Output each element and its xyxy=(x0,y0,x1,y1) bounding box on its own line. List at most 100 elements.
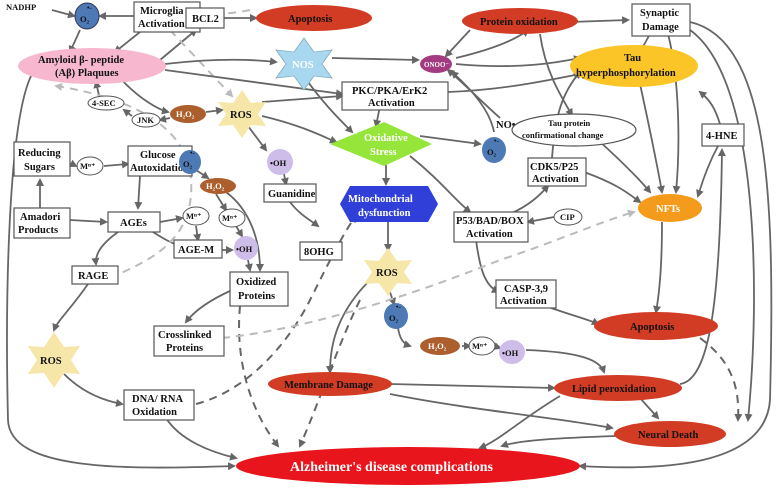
edge-p53-casp xyxy=(475,239,500,293)
sec4-ellipse xyxy=(87,95,125,111)
lipid-label: Lipid peroxidation xyxy=(572,384,656,395)
edge-hne-tauhyper xyxy=(698,90,721,125)
mitochondrial-dysfunction: Mitochondrial dysfunction xyxy=(340,186,438,222)
ages-node: AGEs xyxy=(107,211,161,233)
age-m-label: AGE-M xyxy=(178,245,214,256)
edge-amadori-ages xyxy=(69,217,108,226)
casp-line1: CASP-3,9 xyxy=(504,284,548,295)
h2o2-mid-label: H₂O₂ xyxy=(206,181,225,191)
bcl2-label: BCL2 xyxy=(192,14,219,25)
onoo-label: ONOO⁻ xyxy=(424,61,449,69)
superoxide-mid-label: O₂ xyxy=(183,159,193,169)
cdk5-activation: CDK5/P25 Activation xyxy=(527,157,587,187)
oxidized-box xyxy=(229,271,289,307)
ages-label: AGEs xyxy=(120,218,147,229)
glucose-line2: Autoxidation xyxy=(130,163,189,174)
hydroxyl-bottom-label: •OH xyxy=(502,348,519,358)
cip-node: CIP xyxy=(553,208,583,226)
p53-line1: P53/BAD/BOX xyxy=(456,216,524,227)
cdk5-line1: CDK5/P25 xyxy=(530,162,578,173)
tau-hyper-line2: hyperphosphorylation xyxy=(576,68,676,79)
age-m-box xyxy=(173,239,223,259)
protein-oxidation-label: Protein oxidation xyxy=(480,17,558,28)
edge-apoptosis-neural xyxy=(699,337,743,422)
casp-activation: CASP-3,9 Activation xyxy=(495,279,557,309)
metal-ion-3-ellipse xyxy=(218,208,246,228)
edge-ros2-dna xyxy=(63,373,124,407)
edge-cip-p53 xyxy=(526,216,555,225)
edge-superoxide-amyloid xyxy=(68,29,81,54)
pkc-box xyxy=(341,81,449,111)
superoxide-top-sup: •- xyxy=(87,4,92,12)
metal-ion-2: Mⁿ⁺ xyxy=(182,206,210,226)
superoxide-top-label: O₂ xyxy=(80,14,90,24)
metal-ion-1-label: Mⁿ⁺ xyxy=(80,161,95,171)
metal-ion-1: Mⁿ⁺ xyxy=(76,156,104,176)
lipid-peroxidation: Lipid peroxidation xyxy=(554,375,682,401)
edge-proteinox-onoo xyxy=(444,29,471,58)
edge-h2o2b-oxidized xyxy=(225,191,264,272)
hydroxyl-mid: •OH xyxy=(234,236,258,260)
crosslinked-box xyxy=(153,325,225,357)
edge-ages-rage xyxy=(91,231,119,266)
superoxide-lower-circle xyxy=(384,303,408,329)
edge-membrane-neural xyxy=(389,393,614,431)
oxidative-line2: Stress xyxy=(370,147,397,158)
neural-death: Neural Death xyxy=(614,421,726,447)
pkc-line2: Activation xyxy=(368,98,415,109)
oxidative-stress: Oxidative Stress xyxy=(330,122,432,166)
hne-box xyxy=(701,123,745,147)
apoptosis-top-label: Apoptosis xyxy=(288,14,332,25)
nfts-node: NFTs xyxy=(638,194,702,222)
edge-nfts-apoptosis xyxy=(653,221,663,314)
edge-oxidative-p53 xyxy=(409,155,472,214)
edge-m-agem xyxy=(193,225,202,242)
edge-synaptic-neural xyxy=(689,29,755,422)
cdk5-box xyxy=(527,157,587,187)
protein-oxidation-ellipse xyxy=(462,8,578,34)
edge-m-ohb xyxy=(235,225,244,238)
apoptosis-top: Apoptosis xyxy=(256,5,372,31)
edge-ros-oxidative xyxy=(261,115,338,144)
ros-bottom: ROS xyxy=(28,332,80,388)
casp-line2: Activation xyxy=(500,296,547,307)
reducing-line2: Sugars xyxy=(24,162,55,173)
nos-star xyxy=(275,37,333,91)
crosslinked-line2: Proteins xyxy=(166,343,203,354)
tau-conformational: Tau protein confirmational change xyxy=(511,113,637,147)
p53-line2: Activation xyxy=(466,229,513,240)
edge-microglia-amyloid xyxy=(113,31,141,54)
lipid-ellipse xyxy=(554,375,682,401)
h2o2-bottom-label: H₂O₂ xyxy=(428,341,447,351)
reducing-sugars: Reducing Sugars xyxy=(13,141,71,177)
edge-cdk5-nfts xyxy=(583,171,642,204)
superoxide-mid: O₂ •- xyxy=(179,149,201,174)
oxidative-line1: Oxidative xyxy=(364,133,408,144)
edge-proteinox-tauconf xyxy=(539,33,574,117)
reducing-box xyxy=(13,141,71,177)
superoxide-right-label: O₂ xyxy=(487,147,497,157)
nadhp-label: NADHP xyxy=(6,2,36,12)
alzheimer-label: Alzheimer's disease complications xyxy=(290,460,494,475)
tau-conf-line1: Tau protein xyxy=(548,118,591,128)
edge-superoxide-onoo xyxy=(450,70,495,133)
jnk-ellipse xyxy=(131,112,161,128)
crosslinked-proteins: Crosslinked Proteins xyxy=(153,325,225,357)
edge-superoxide-h2o2b xyxy=(195,169,210,180)
synaptic-line1: Synaptic xyxy=(640,8,679,19)
edge-ros-pkc xyxy=(261,92,344,103)
edge-reducing-m xyxy=(68,159,78,167)
superoxide-right-sup: •- xyxy=(494,137,499,145)
sec4-node: 4-SEC xyxy=(87,95,125,111)
edge-tauconf-nfts xyxy=(597,139,652,194)
metal-ion-2-ellipse xyxy=(182,206,210,226)
edge-amyloid-nos xyxy=(164,57,278,66)
edge-jnk-4sec xyxy=(122,108,133,117)
edge-ohb-oxidized xyxy=(244,259,253,272)
microglia-line2: Activation xyxy=(138,19,185,30)
mito-line1: Mitochondrial xyxy=(348,194,413,205)
superoxide-right: O₂ •- xyxy=(482,137,506,163)
onoo-node: ONOO⁻ xyxy=(420,55,452,73)
membrane-ellipse xyxy=(268,372,392,396)
cip-label: CIP xyxy=(560,212,575,222)
